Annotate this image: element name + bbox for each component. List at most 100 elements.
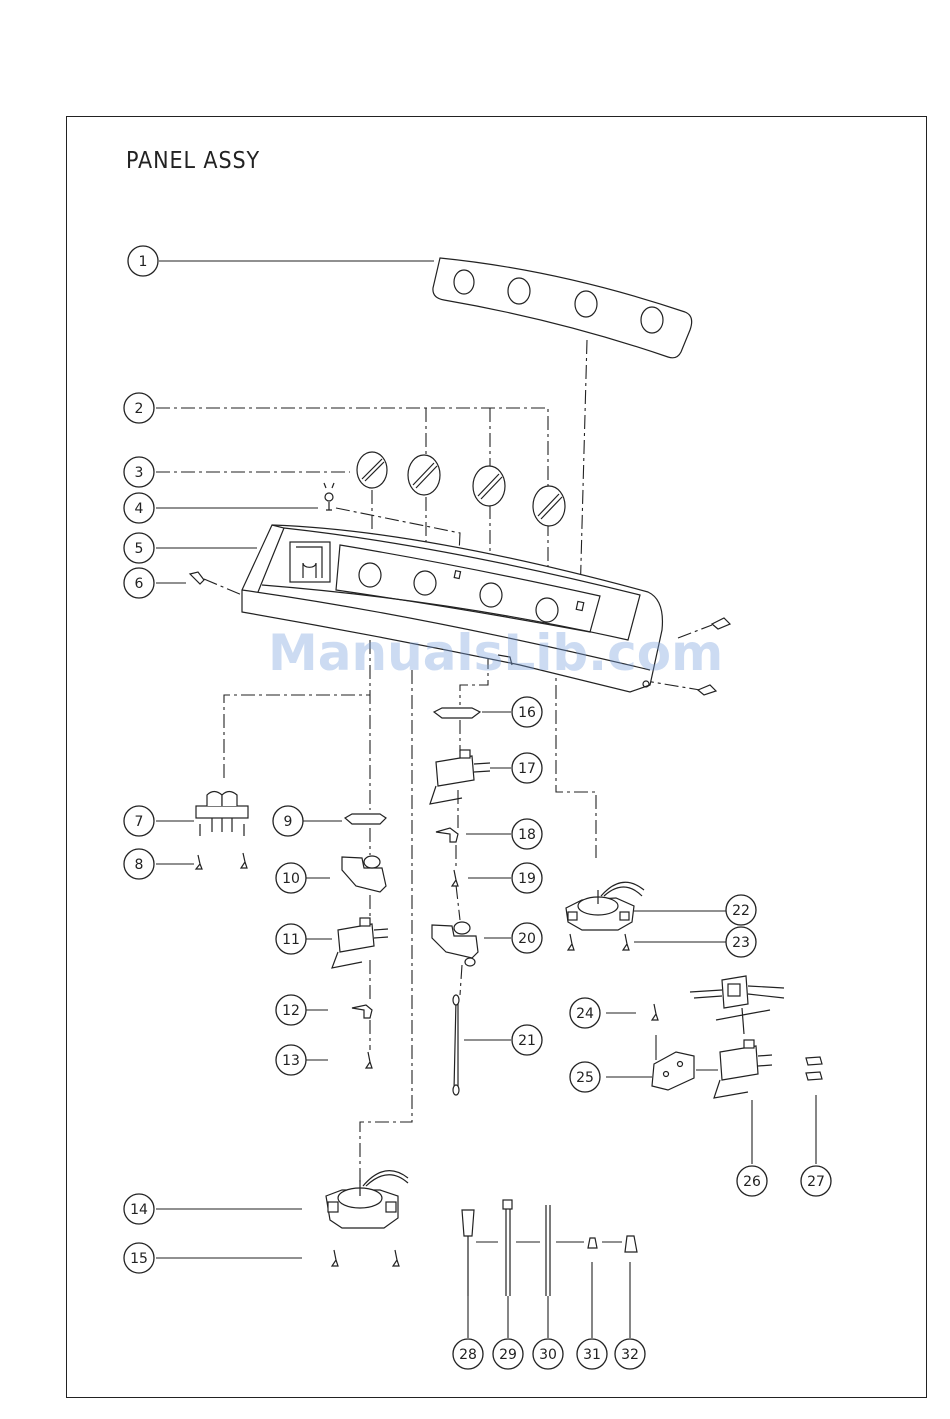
knob-icons [357,452,565,526]
part-32-cap [625,1236,637,1252]
knob-2c [533,486,565,526]
callout-label: 22 [732,903,750,919]
part-26-switch-icon [690,976,784,1098]
callout-label: 27 [807,1174,825,1190]
callout-26: 26 [737,1166,767,1196]
part-10-cam-icon [342,856,386,892]
part-20-cam-icon [432,922,478,966]
callout-14: 14 [124,1194,154,1224]
callout-label: 24 [576,1006,594,1022]
callout-12: 12 [276,995,306,1025]
knob-2a [408,455,440,495]
callout-label: 12 [282,1003,300,1019]
knob-2b [473,466,505,506]
callout-label: 13 [282,1053,300,1069]
part-13-screw-icon [366,1052,372,1068]
callout-label: 4 [135,501,144,517]
callout-8: 8 [124,849,154,879]
part-19-screw-icon [452,870,458,886]
leader-lines [156,261,816,1338]
wiring-parts-icons [462,1200,637,1296]
callout-25: 25 [570,1062,600,1092]
part-28-terminal [462,1210,474,1296]
callout-label: 20 [518,931,536,947]
callout-9: 9 [273,806,303,836]
callout-15: 15 [124,1243,154,1273]
callout-19: 19 [512,863,542,893]
callout-29: 29 [493,1339,523,1369]
callout-label: 3 [135,465,144,481]
callout-label: 5 [135,541,144,557]
callout-28: 28 [453,1339,483,1369]
callout-label: 17 [518,761,536,777]
part-12-clip-icon [352,1005,372,1018]
part-4-lamp-icon [324,483,334,510]
callout-label: 16 [518,705,536,721]
callout-27: 27 [801,1166,831,1196]
callout-label: 2 [135,401,144,417]
callout-4: 4 [124,493,154,523]
part-14-motor-icon [326,1171,408,1228]
part-22-motor-icon [566,882,644,930]
callout-label: 15 [130,1251,148,1267]
callout-label: 14 [130,1202,148,1218]
callout-label: 10 [282,871,300,887]
callout-20: 20 [512,923,542,953]
callout-30: 30 [533,1339,563,1369]
part-18-clip-icon [436,828,458,842]
part-29-terminal [503,1200,512,1296]
callout-5: 5 [124,533,154,563]
callout-label: 18 [518,827,536,843]
part-24-screw-icon [652,1004,658,1020]
callout-label: 9 [284,814,293,830]
callout-10: 10 [276,863,306,893]
callout-18: 18 [512,819,542,849]
callout-label: 30 [539,1347,557,1363]
callout-label: 11 [282,932,300,948]
callout-7: 7 [124,806,154,836]
part-9-filter-icon [345,814,386,824]
callout-label: 1 [139,254,148,270]
callout-17: 17 [512,753,542,783]
callout-label: 26 [743,1174,761,1190]
callout-label: 8 [135,857,144,873]
callout-32: 32 [615,1339,645,1369]
callout-label: 23 [732,935,750,951]
callout-label: 29 [499,1347,517,1363]
callout-31: 31 [577,1339,607,1369]
callout-3: 3 [124,457,154,487]
part-25-bracket-icon [652,1052,694,1090]
callout-23: 23 [726,927,756,957]
callout-label: 21 [518,1033,536,1049]
callout-label: 6 [135,576,144,592]
callout-label: 28 [459,1347,477,1363]
callout-label: 19 [518,871,536,887]
callout-6: 6 [124,568,154,598]
callout-24: 24 [570,998,600,1028]
part-8-screw-icons [196,853,247,869]
part-27-screw-icons [806,1057,822,1080]
watermark-text: ManualsLib.com [268,624,723,682]
part-31-cap [588,1238,597,1248]
callout-label: 32 [621,1347,639,1363]
callout-22: 22 [726,895,756,925]
part-7-lamp-socket [196,792,248,837]
callout-21: 21 [512,1025,542,1055]
knob-3 [357,452,387,488]
callout-2: 2 [124,393,154,423]
callout-13: 13 [276,1045,306,1075]
callout-label: 31 [583,1347,601,1363]
part-16-filter-icon [434,708,480,718]
part-30-wire [546,1205,550,1296]
part-15-screw-icons [332,1250,399,1266]
callout-label: 7 [135,814,144,830]
part-23-screw-icons [568,934,629,950]
part-17-switch-icon [430,750,490,804]
part-11-switch-icon [332,918,388,968]
part-21-wire-icon [453,995,459,1095]
callout-16: 16 [512,697,542,727]
part-1-panel-decal [433,258,692,358]
callout-label: 25 [576,1070,594,1086]
callout-11: 11 [276,924,306,954]
